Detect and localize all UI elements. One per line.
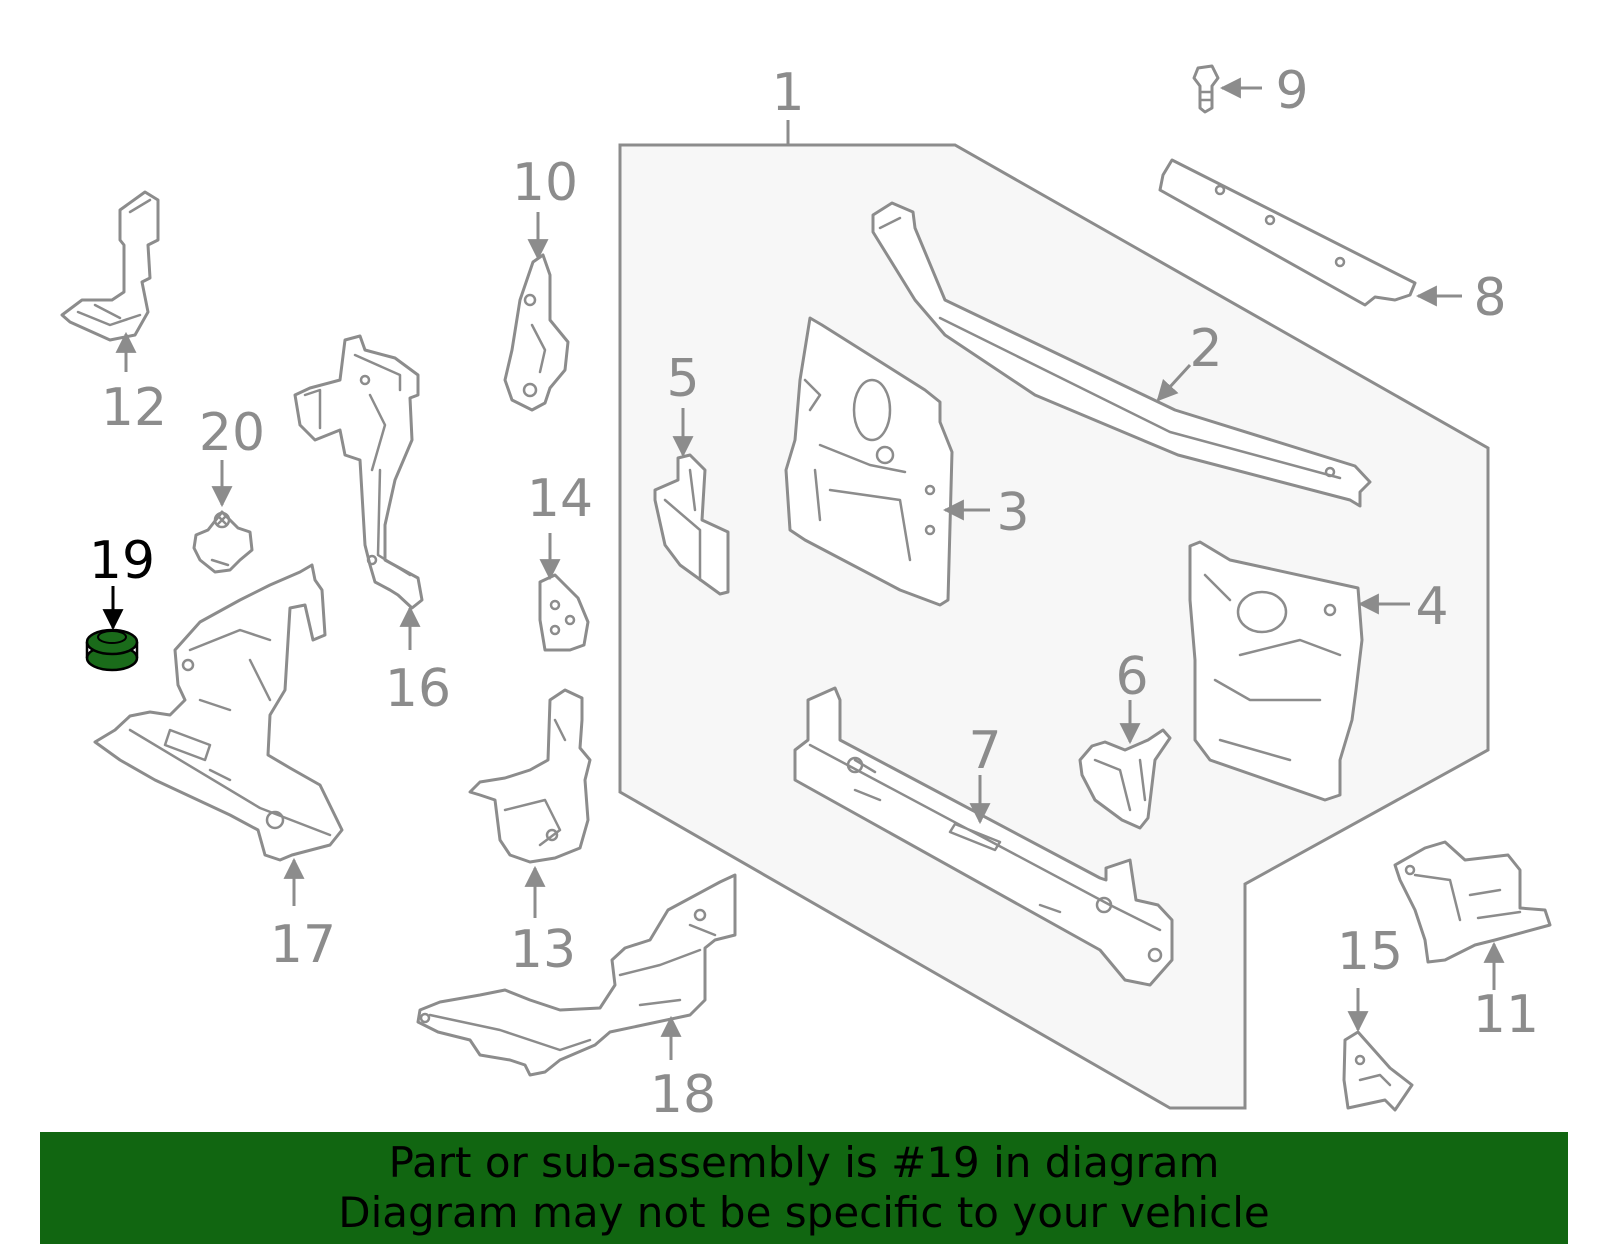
part-17-bracket[interactable] [93,563,344,862]
info-banner: Part or sub-assembly is #19 in diagram D… [40,1132,1568,1244]
callout-5[interactable]: 5 [666,349,699,409]
callout-13[interactable]: 13 [510,920,576,980]
part-12-bracket[interactable] [60,190,160,342]
callout-14[interactable]: 14 [527,469,593,529]
part-13-bracket[interactable] [468,688,592,864]
callout-12[interactable]: 12 [101,378,167,438]
callout-19[interactable]: 19 [89,531,155,591]
callout-16[interactable]: 16 [385,659,451,719]
callout-4[interactable]: 4 [1415,577,1448,637]
part-5-bracket[interactable] [653,453,730,596]
callout-8[interactable]: 8 [1473,268,1506,328]
callout-18[interactable]: 18 [650,1065,716,1125]
part-15-plate[interactable] [1342,1030,1414,1112]
callout-2[interactable]: 2 [1189,319,1222,379]
callout-9[interactable]: 9 [1275,61,1308,121]
callout-11[interactable]: 11 [1473,985,1539,1045]
part-4-right-side-panel[interactable] [1188,540,1364,802]
part-19-plug[interactable] [85,628,139,672]
part-7-lower-tie-bar[interactable] [793,686,1174,987]
callout-1[interactable]: 1 [771,63,804,123]
callout-20[interactable]: 20 [199,403,265,463]
callout-6[interactable]: 6 [1115,647,1148,707]
part-11-bracket[interactable] [1393,840,1552,964]
banner-line-2: Diagram may not be specific to your vehi… [338,1188,1270,1237]
part-3-left-side-panel[interactable] [784,316,954,607]
banner-line-1: Part or sub-assembly is #19 in diagram [388,1138,1220,1187]
part-18-bracket[interactable] [416,873,737,1077]
callout-10[interactable]: 10 [512,153,578,213]
part-14-plate[interactable] [538,573,590,652]
part-16-bracket[interactable] [293,334,424,610]
callout-17[interactable]: 17 [270,915,336,975]
callout-3[interactable]: 3 [996,483,1029,543]
part-20-clip[interactable] [192,510,254,574]
part-9-push-clip[interactable] [1192,64,1220,114]
part-2-upper-tie-bar[interactable] [871,201,1372,508]
callout-15[interactable]: 15 [1337,922,1403,982]
part-6-bracket[interactable] [1078,728,1172,830]
leader-2 [1156,363,1192,402]
part-8-reinforcement-bar[interactable] [1158,158,1417,307]
callout-7[interactable]: 7 [968,721,1001,781]
part-10-bracket[interactable] [503,253,570,412]
